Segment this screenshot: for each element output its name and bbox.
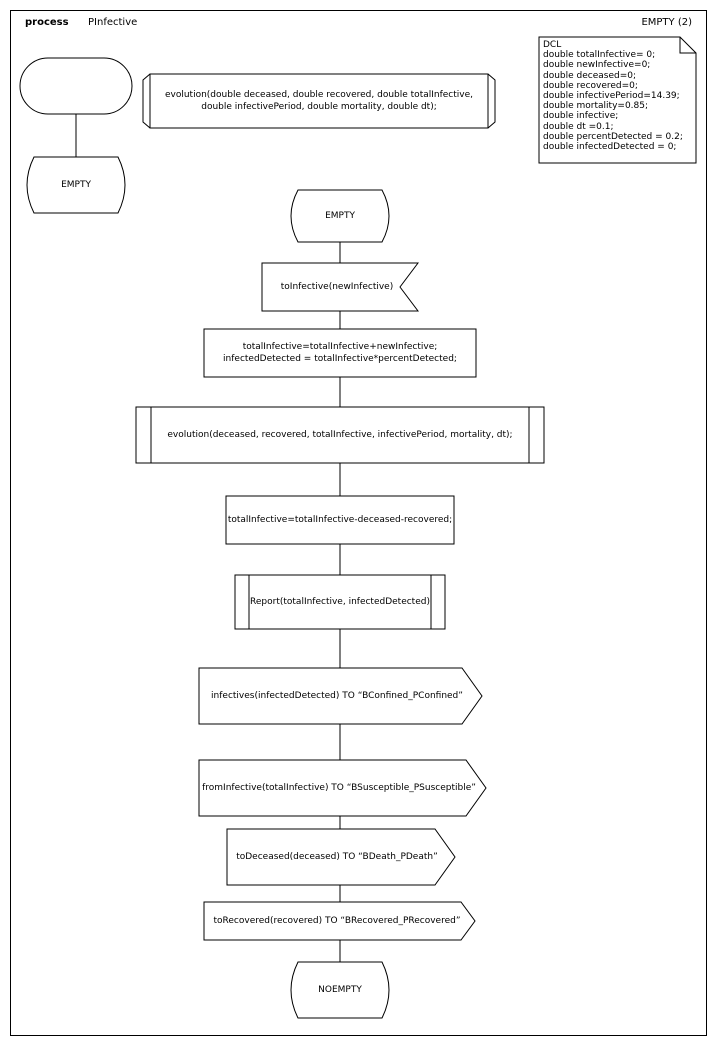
output-label-2: fromInfective(totalInfective) TO “BSusce… (202, 783, 476, 793)
procedure-call-label: evolution(deceased, recovered, totalInfe… (167, 430, 513, 440)
input-signal-label: toInfective(newInfective) (280, 282, 394, 292)
diagram-frame (10, 10, 707, 1036)
declaration-line: double recovered=0; (543, 80, 638, 91)
start-symbol (19, 57, 133, 115)
procedure-signature-line: evolution(double deceased, double recove… (164, 90, 474, 100)
declaration-line: double infectivePeriod=14.39; (543, 91, 680, 102)
output-label-1: infectives(infectedDetected) TO “BConfin… (211, 691, 463, 701)
output-label-4: toRecovered(recovered) TO “BRecovered_PR… (213, 916, 461, 926)
state-symbol-start (290, 189, 390, 243)
input-symbol (261, 262, 419, 312)
procedure-call-symbol (135, 406, 545, 464)
process-name: PInfective (88, 17, 138, 28)
output-symbol-1 (198, 667, 483, 725)
declaration-line: double mortality=0.85; (543, 101, 649, 112)
declaration-line: double totalInfective= 0; (543, 50, 656, 61)
state-label-left: EMPTY (61, 180, 91, 190)
procedure-declaration-symbol (142, 73, 496, 129)
output-label-3: toDeceased(deceased) TO “BDeath_PDeath” (236, 852, 438, 862)
task-symbol-2 (225, 495, 455, 545)
procedure-signature-line: double infectivePeriod, double mortality… (201, 102, 437, 112)
declaration-line: double dt =0.1; (543, 121, 614, 132)
page-label: EMPTY (2) (641, 17, 692, 28)
declaration-line: DCL (543, 40, 562, 50)
declaration-line: double deceased=0; (543, 70, 637, 81)
task-label-1: totalInfective=totalInfective+newInfecti… (204, 329, 476, 377)
procedure-signature: evolution(double deceased, double recove… (150, 74, 488, 128)
task-label-2: totalInfective=totalInfective-deceased-r… (227, 515, 453, 525)
declaration-line: double infectedDetected = 0; (543, 142, 677, 153)
output-symbol-4 (203, 901, 476, 941)
output-symbol-2 (198, 759, 487, 817)
declaration-line: double percentDetected = 0.2; (543, 131, 683, 142)
process-keyword: process (25, 17, 69, 28)
declaration-line: double infective; (543, 111, 619, 122)
state-symbol-end (290, 961, 390, 1019)
state-label-start: EMPTY (325, 211, 355, 221)
text-symbol (538, 36, 697, 164)
declaration-line: double newInfective=0; (543, 60, 651, 71)
task-symbol-1 (203, 328, 477, 378)
state-label-end: NOEMPTY (318, 985, 362, 995)
report-call-symbol (234, 574, 446, 630)
task-line: infectedDetected = totalInfective*percen… (223, 354, 457, 364)
declaration-text: DCL double totalInfective= 0; double new… (543, 40, 683, 152)
output-symbol-3 (226, 828, 456, 886)
report-call-label: Report(totalInfective, infectedDetected) (250, 597, 430, 607)
task-line: totalInfective=totalInfective+newInfecti… (242, 342, 438, 352)
state-symbol-left (26, 156, 126, 214)
